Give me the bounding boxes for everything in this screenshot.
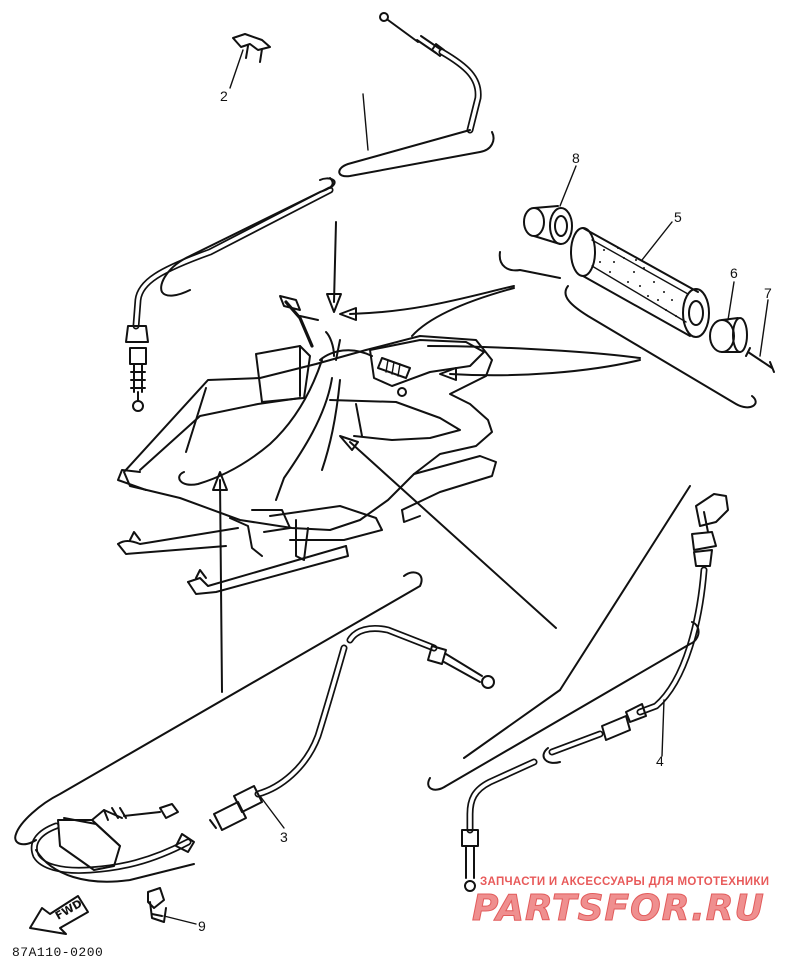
callout-5: 5 <box>674 209 682 225</box>
part-code: 87A110-0200 <box>12 945 103 960</box>
cable-part-4 <box>427 485 729 892</box>
collar-part-8 <box>523 165 577 245</box>
callout-9: 9 <box>198 918 206 934</box>
cable-part-1 <box>125 12 482 412</box>
clip-part-2 <box>229 33 271 89</box>
grip-group <box>498 165 775 409</box>
cable-part-3 <box>14 571 495 883</box>
fwd-arrow-icon: FWD <box>29 895 89 935</box>
callout-labels: 2 8 5 6 7 4 3 9 <box>198 88 772 934</box>
watermark-tagline: ЗАПЧАСТИ И АКСЕССУАРЫ ДЛЯ МОТОТЕХНИКИ <box>480 876 769 888</box>
watermark-logo: PARTSFOR.RU <box>472 888 765 929</box>
clamp-part-9 <box>147 887 197 925</box>
callout-2: 2 <box>220 88 228 104</box>
callout-8: 8 <box>572 150 580 166</box>
grip-part-5 <box>570 221 710 338</box>
group-frame-top <box>160 129 495 297</box>
watermark: ЗАПЧАСТИ И АКСЕССУАРЫ ДЛЯ МОТОТЕХНИКИ PA… <box>472 876 769 930</box>
snowmobile-body <box>117 295 497 595</box>
pointer-arrows <box>212 221 641 693</box>
callout-6: 6 <box>730 265 738 281</box>
cap-part-6 <box>709 281 748 353</box>
callout-3: 3 <box>280 829 288 845</box>
screw-part-7 <box>745 299 775 373</box>
callout-4: 4 <box>656 753 664 769</box>
grip-texture <box>599 247 677 317</box>
callout-7: 7 <box>764 285 772 301</box>
